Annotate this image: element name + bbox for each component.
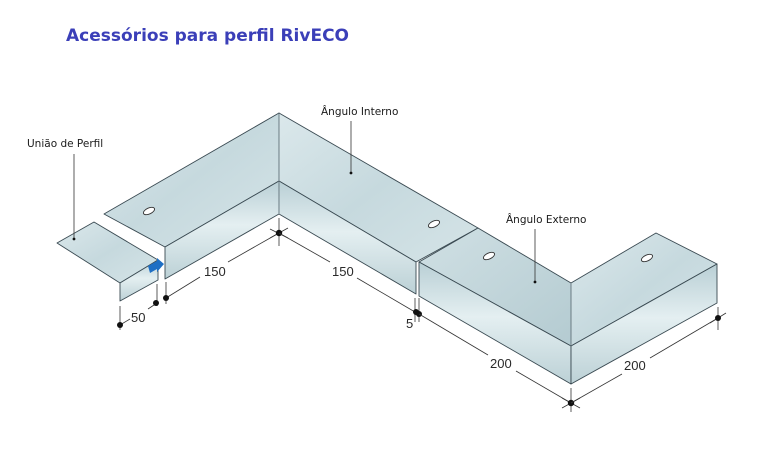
angulo-externo-piece [418,227,718,385]
uniao-de-perfil-piece [56,221,164,302]
dim-150-left: 150 [204,264,226,279]
dim-200-left: 200 [490,356,512,371]
slot-hole [640,253,654,263]
outer-right-face [570,263,718,385]
label-angulo-interno: Ângulo Interno [321,105,398,118]
page-title: Acessórios para perfil RivECO [66,26,349,46]
dim-150-right: 150 [332,264,354,279]
slot-hole [427,219,441,229]
insert-arrow-icon [148,258,164,273]
dim-5: 5 [406,316,413,331]
dimension-lines [117,218,727,412]
angulo-interno-piece [103,112,479,295]
label-uniao-de-perfil: União de Perfil [27,138,103,150]
dim-200-right: 200 [624,358,646,373]
slot-hole [142,206,156,216]
label-angulo-externo: Ângulo Externo [506,213,586,226]
slot-hole [482,251,496,261]
union-face [119,259,159,302]
dim-50: 50 [131,310,145,325]
